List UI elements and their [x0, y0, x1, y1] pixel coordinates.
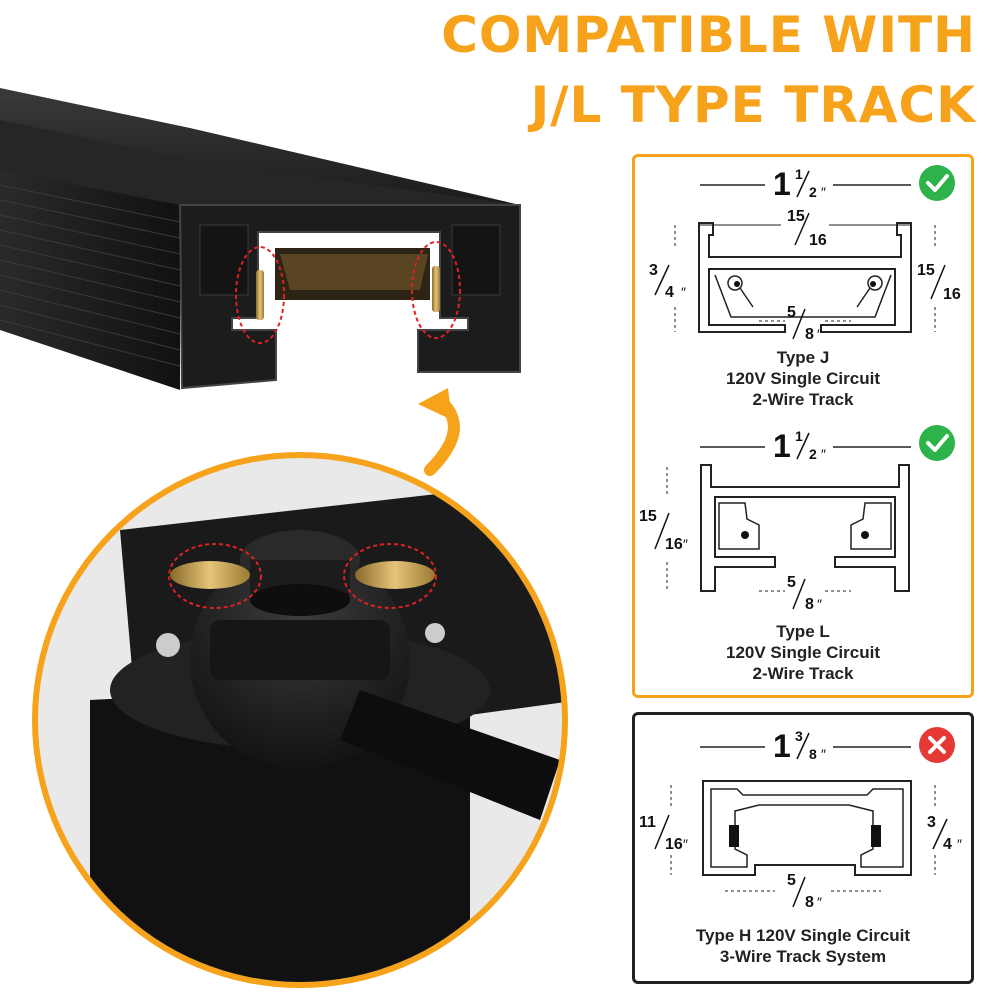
headline-line-1: COMPATIBLE WITH	[441, 6, 976, 64]
svg-text:″: ″	[817, 596, 822, 612]
svg-text:″: ″	[821, 746, 826, 762]
type-l-width-whole: 1	[773, 428, 791, 464]
type-j-caption: Type J 120V Single Circuit 2-Wire Track	[726, 348, 880, 409]
svg-text:15: 15	[639, 508, 657, 525]
type-j-check-icon	[919, 165, 955, 201]
type-h-caption: Type H 120V Single Circuit 3-Wire Track …	[695, 926, 911, 966]
svg-text:″: ″	[957, 836, 962, 852]
svg-text:4: 4	[665, 284, 674, 301]
svg-text:3: 3	[649, 262, 658, 279]
type-h-diagram: 1 3 8 ″ 11 16 ″ 3 4 ″ 5 8 ″	[639, 727, 962, 911]
svg-text:5: 5	[787, 304, 796, 321]
svg-text:″: ″	[683, 536, 688, 552]
type-l-check-icon	[919, 425, 955, 461]
svg-text:8: 8	[805, 596, 814, 613]
svg-text:11: 11	[639, 814, 656, 831]
type-j-l-diagrams: 1 1 2 ″ 15 16	[639, 165, 961, 613]
svg-text:8: 8	[805, 326, 814, 343]
type-j-width-whole: 1	[773, 166, 791, 202]
svg-text:16: 16	[665, 836, 683, 853]
svg-text:16: 16	[943, 286, 961, 303]
svg-text:″: ″	[683, 836, 688, 852]
svg-text:3: 3	[927, 814, 936, 831]
type-h-width-whole: 1	[773, 728, 791, 764]
type-j-diagram: 1 1 2 ″ 15 16	[649, 165, 961, 343]
headline-line-2: J/L TYPE TRACK	[530, 76, 976, 134]
svg-text:1: 1	[795, 428, 803, 444]
svg-text:2: 2	[809, 446, 817, 462]
svg-text:2: 2	[809, 184, 817, 200]
svg-text:″: ″	[821, 446, 826, 462]
type-l-diagram: 1 1 2 ″ 15 16 ″ 5	[639, 425, 955, 613]
type-l-caption: Type L 120V Single Circuit 2-Wire Track	[726, 622, 880, 683]
type-h-cross-icon	[919, 727, 955, 763]
svg-text:5: 5	[787, 574, 796, 591]
svg-text:3: 3	[795, 728, 803, 744]
svg-text:16: 16	[809, 232, 827, 249]
svg-text:8: 8	[805, 894, 814, 911]
svg-text:″: ″	[821, 184, 826, 200]
adapter-closeup	[38, 458, 562, 982]
svg-text:15: 15	[917, 262, 935, 279]
svg-text:15: 15	[787, 208, 805, 225]
compatible-tracks-panel: 1 1 2 ″ 15 16	[632, 154, 974, 698]
svg-text:8: 8	[809, 746, 817, 762]
svg-text:16: 16	[665, 536, 683, 553]
svg-text:5: 5	[787, 872, 796, 889]
track-rail	[0, 88, 521, 390]
svg-text:1: 1	[795, 166, 803, 182]
svg-text:4: 4	[943, 836, 952, 853]
incompatible-track-panel: 1 3 8 ″ 11 16 ″ 3 4 ″ 5 8 ″	[632, 712, 974, 984]
svg-text:″: ″	[817, 894, 822, 910]
svg-text:″: ″	[681, 284, 686, 300]
svg-text:″: ″	[817, 326, 822, 342]
